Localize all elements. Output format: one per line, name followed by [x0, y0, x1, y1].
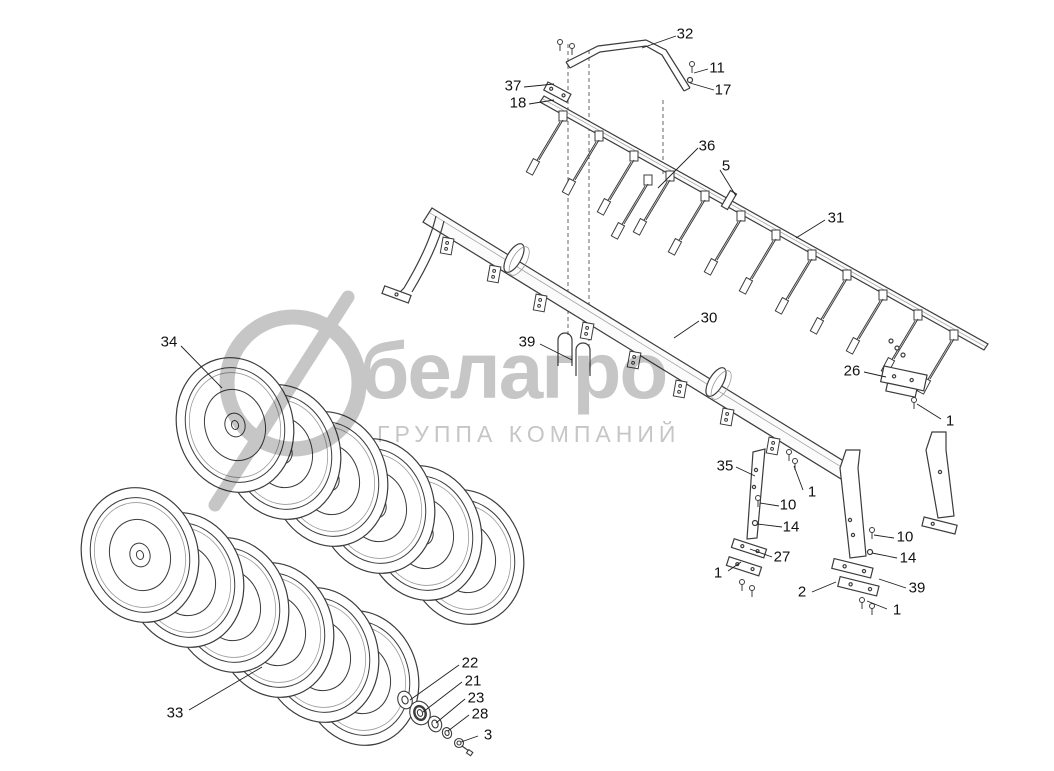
part-label-28: 28: [471, 705, 489, 723]
part-label-35: 35: [716, 457, 734, 475]
part-label-1-d: 1: [892, 601, 902, 619]
part-label-33: 33: [166, 704, 184, 722]
middle-stand: [725, 448, 768, 598]
part-label-37: 37: [504, 77, 522, 95]
tines: [525, 110, 959, 395]
part-label-17: 17: [714, 81, 732, 99]
part-label-2: 2: [797, 583, 807, 601]
top-rod-assembly: [542, 38, 696, 103]
part-label-5: 5: [721, 157, 731, 175]
part-label-21: 21: [464, 672, 482, 690]
upper-rail-assembly: [525, 95, 989, 395]
part-label-31: 31: [827, 209, 845, 227]
part-label-39-right: 39: [908, 579, 926, 597]
part-label-11: 11: [709, 59, 725, 77]
part-label-23: 23: [467, 689, 485, 707]
hub-small-parts: [397, 690, 474, 757]
part-label-1-c: 1: [713, 564, 723, 582]
part-label-14-a: 14: [782, 518, 800, 536]
main-toolbar-assembly: [381, 207, 958, 616]
part-label-39-left: 39: [518, 333, 536, 351]
part-label-32: 32: [676, 25, 694, 43]
part-label-27: 27: [773, 548, 791, 566]
right-stand: [831, 449, 880, 616]
part-label-3: 3: [483, 726, 493, 744]
part-label-22: 22: [461, 654, 479, 672]
part-label-34: 34: [160, 333, 178, 351]
part-label-26: 26: [843, 362, 861, 380]
part-label-18: 18: [509, 94, 527, 112]
leader-lines: [180, 35, 942, 743]
part-label-36: 36: [698, 137, 716, 155]
toolbar-brackets: [439, 236, 781, 456]
far-right-stand: [921, 431, 958, 535]
part-label-1-b: 1: [807, 483, 817, 501]
part-label-30: 30: [700, 309, 718, 327]
left-stand: [381, 215, 445, 304]
part-label-1-a: 1: [945, 412, 955, 430]
bracket-26: [879, 338, 928, 410]
part-label-14-b: 14: [899, 549, 917, 567]
part-label-10-b: 10: [896, 528, 914, 546]
part-label-10-a: 10: [779, 496, 797, 514]
